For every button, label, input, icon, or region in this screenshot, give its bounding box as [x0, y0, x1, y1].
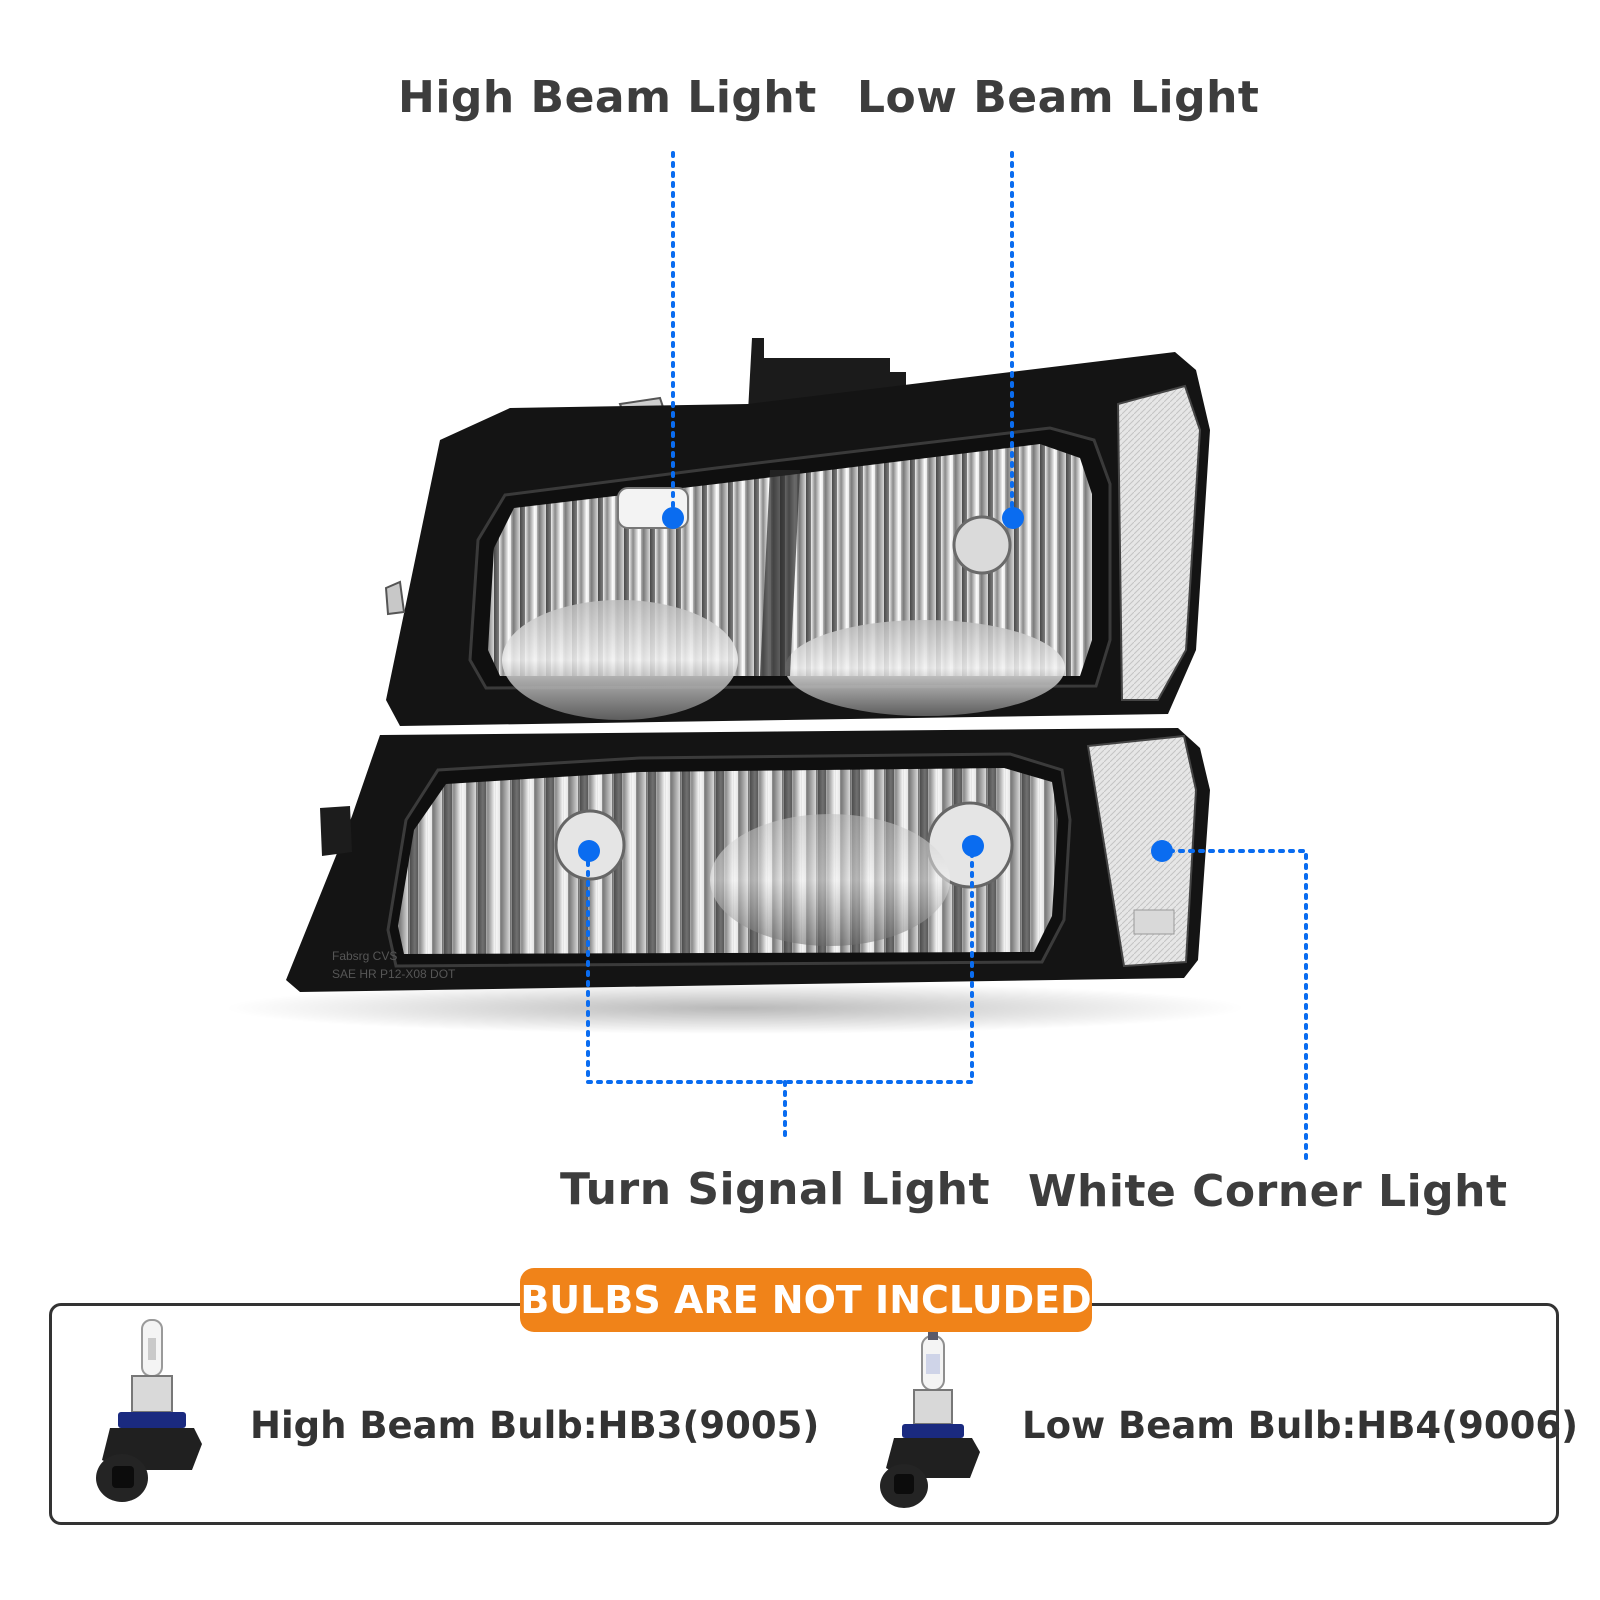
corner-light-marker: [1151, 840, 1173, 862]
upper-corner-lens: [1116, 384, 1202, 701]
turn-signal-housing: Fabsrg CVS SAE HR P12-X08 DOT: [286, 728, 1210, 992]
leader-lines: [586, 151, 1308, 1162]
turn-signal-light-label: Turn Signal Light: [560, 1164, 991, 1215]
markers: [578, 507, 1173, 862]
high-beam-bulb-label: High Beam Bulb:HB3(9005): [250, 1404, 820, 1447]
bulbs-not-included-banner: BULBS ARE NOT INCLUDED: [520, 1268, 1092, 1332]
low-beam-light-label: Low Beam Light: [857, 72, 1260, 123]
corner-light-leader: [1158, 849, 1308, 1162]
turn-signal-marker-right: [962, 835, 984, 857]
white-corner-lens: [1086, 734, 1198, 968]
hb4-bulb-icon: [880, 1332, 980, 1508]
high-beam-marker: [662, 507, 684, 529]
ground-shadow: [225, 982, 1245, 1034]
headlight-housing: [384, 352, 1210, 726]
low-beam-marker: [1002, 507, 1024, 529]
housing-marking-line2: SAE HR P12-X08 DOT: [332, 967, 456, 981]
high-beam-light-label: High Beam Light: [398, 72, 817, 123]
low-beam-bulb-label: Low Beam Bulb:HB4(9006): [1022, 1404, 1578, 1447]
housing-marking-line1: Fabsrg CVS: [332, 949, 397, 963]
hb3-bulb-icon: [96, 1319, 202, 1502]
turn-signal-bracket: [586, 850, 974, 1084]
turn-signal-marker-left: [578, 840, 600, 862]
white-corner-light-label: White Corner Light: [1028, 1166, 1508, 1217]
headlight-assembly-diagram: Fabsrg CVS SAE HR P12-X08 DOT: [225, 151, 1308, 1162]
